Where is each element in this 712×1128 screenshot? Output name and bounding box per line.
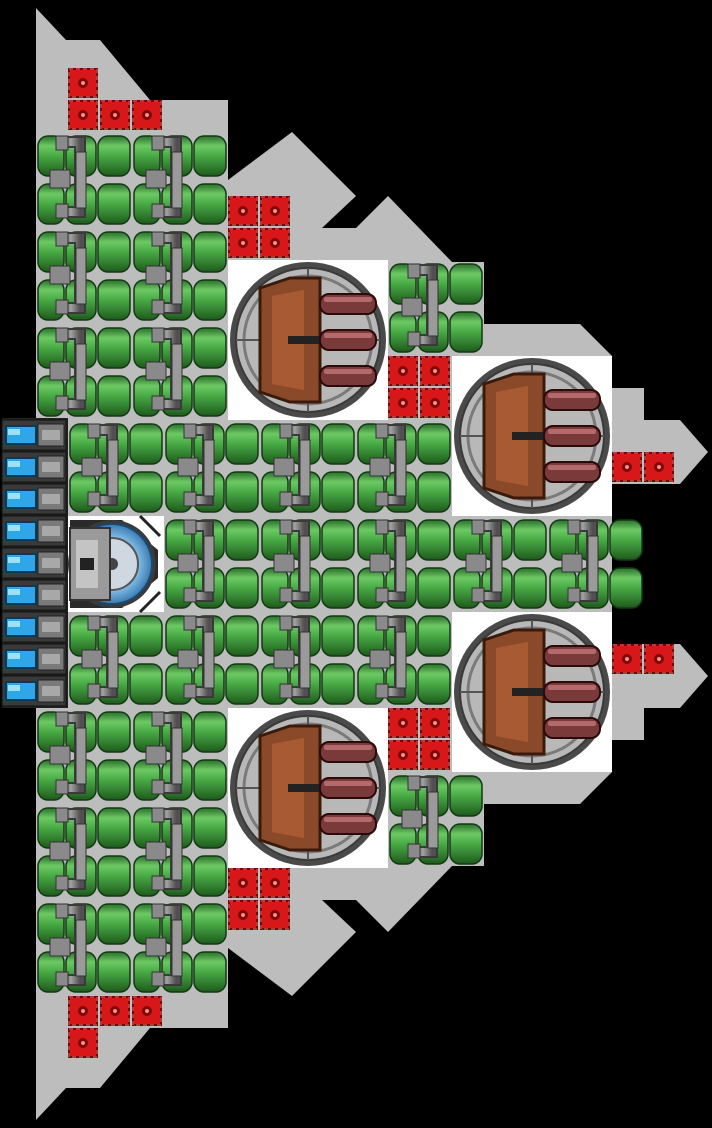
armor-block-icon bbox=[260, 868, 290, 898]
armor-block-icon bbox=[228, 196, 258, 226]
armor-block-icon bbox=[388, 740, 418, 770]
armor-block-icon bbox=[388, 388, 418, 418]
thruster-icon bbox=[1, 579, 67, 611]
thruster-icon bbox=[1, 451, 67, 483]
armor-block-icon bbox=[644, 644, 674, 674]
armor-block-icon bbox=[420, 388, 450, 418]
triple-cannon-turret-icon[interactable] bbox=[452, 356, 612, 516]
armor-block-icon bbox=[68, 996, 98, 1026]
cockpit-core-icon[interactable] bbox=[68, 514, 162, 614]
armor-block-icon bbox=[228, 868, 258, 898]
triple-cannon-turret-icon[interactable] bbox=[228, 260, 388, 420]
armor-block-icon bbox=[612, 644, 642, 674]
armor-block-icon bbox=[68, 1028, 98, 1058]
armor-block-icon bbox=[228, 228, 258, 258]
armor-block-icon bbox=[100, 996, 130, 1026]
armor-block-icon bbox=[260, 900, 290, 930]
thruster-icon bbox=[1, 643, 67, 675]
triple-cannon-turret-icon[interactable] bbox=[452, 612, 612, 772]
armor-block-icon bbox=[132, 996, 162, 1026]
armor-block-icon bbox=[260, 196, 290, 226]
triple-cannon-turret-icon[interactable] bbox=[228, 708, 388, 868]
thruster-icon bbox=[1, 611, 67, 643]
armor-block-icon bbox=[388, 708, 418, 738]
armor-block-icon bbox=[100, 100, 130, 130]
armor-block-icon bbox=[260, 228, 290, 258]
armor-block-icon bbox=[420, 708, 450, 738]
armor-block-icon bbox=[420, 740, 450, 770]
thruster-icon bbox=[1, 483, 67, 515]
thruster-icon bbox=[1, 515, 67, 547]
armor-block-icon bbox=[644, 452, 674, 482]
thruster-icon bbox=[1, 547, 67, 579]
thruster-array bbox=[1, 418, 68, 708]
armor-block-icon bbox=[68, 100, 98, 130]
armor-block-icon bbox=[612, 452, 642, 482]
thruster-icon bbox=[1, 675, 67, 707]
armor-block-icon bbox=[132, 100, 162, 130]
armor-block-icon bbox=[420, 356, 450, 386]
armor-block-icon bbox=[228, 900, 258, 930]
armor-block-icon bbox=[388, 356, 418, 386]
thruster-icon bbox=[1, 419, 67, 451]
armor-block-icon bbox=[68, 68, 98, 98]
